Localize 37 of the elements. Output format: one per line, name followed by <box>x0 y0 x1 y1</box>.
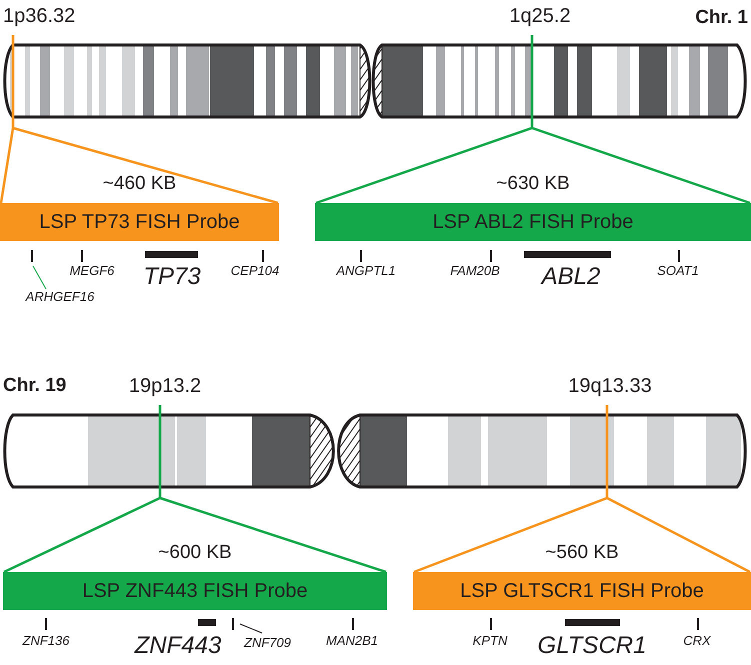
probe-bar: LSP TP73 FISH Probe <box>0 203 279 241</box>
size-label: ~630 KB <box>496 173 570 195</box>
gene-label: ZNF443 <box>134 634 222 658</box>
locus-label: 19p13.2 <box>128 376 202 396</box>
chromosome-label: Chr. 19 <box>3 376 66 395</box>
size-label: ~560 KB <box>545 542 619 564</box>
chromosome-drawing <box>3 415 748 487</box>
size-label: ~460 KB <box>102 173 176 195</box>
gene-label: TP73 <box>143 265 201 289</box>
gene-label: ZNF136 <box>22 634 70 647</box>
gene-label: CEP104 <box>230 264 280 277</box>
locus-label: 1q25.2 <box>509 6 571 26</box>
gene-label: MAN2B1 <box>326 634 378 647</box>
gene-label: ZNF709 <box>244 636 291 649</box>
gene-label: ABL2 <box>542 265 600 289</box>
locus-label: 19q13.33 <box>568 376 652 396</box>
zoom-lines <box>2 404 388 574</box>
gene-label: GLTSCR1 <box>538 634 646 658</box>
probe-bar: LSP ABL2 FISH Probe <box>315 203 751 241</box>
chromosome-drawing <box>3 45 748 117</box>
locus-label: 1p36.32 <box>3 6 76 26</box>
zoom-lines <box>314 34 751 204</box>
gene-label: ANGPTL1 <box>336 264 396 277</box>
size-label: ~600 KB <box>158 542 232 564</box>
gene-label: FAM20B <box>450 264 500 277</box>
probe-bar: LSP ZNF443 FISH Probe <box>3 572 387 610</box>
zoom-lines <box>0 34 280 204</box>
chromosome-label: Chr. 1 <box>695 8 748 27</box>
gene-label: KPTN <box>472 634 508 647</box>
gene-label: CRX <box>683 634 711 647</box>
gene-label: SOAT1 <box>657 264 699 277</box>
gene-label: MEGF6 <box>70 264 114 277</box>
leader-line <box>240 624 262 634</box>
gene-label: ARHGEF16 <box>26 290 94 303</box>
zoom-lines <box>412 404 751 574</box>
leader-line <box>32 266 46 290</box>
probe-bar: LSP GLTSCR1 FISH Probe <box>413 572 751 610</box>
